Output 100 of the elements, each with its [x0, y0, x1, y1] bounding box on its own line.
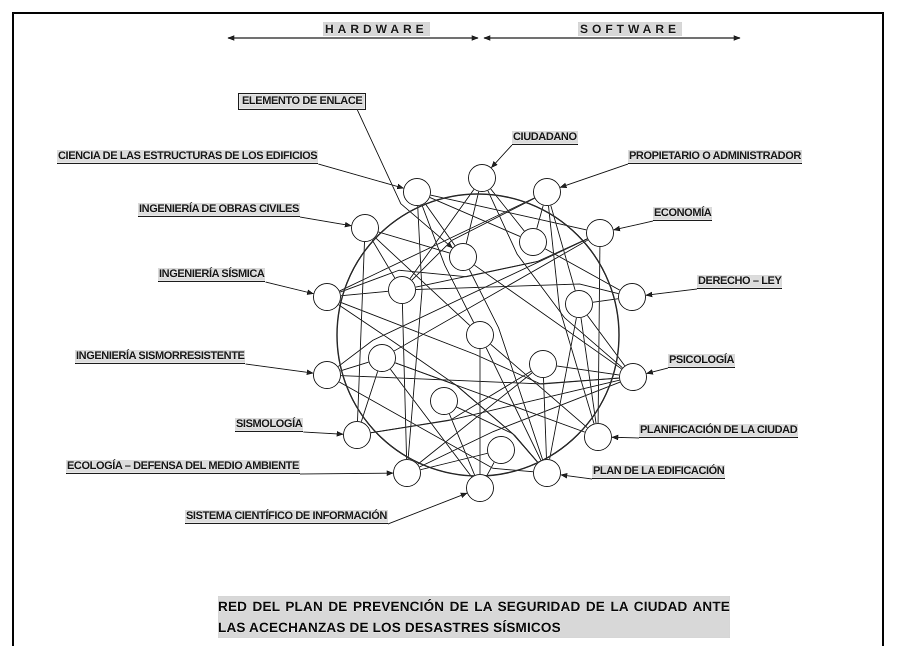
node-circle [343, 421, 371, 449]
connector-line [402, 304, 408, 460]
node-circle [466, 321, 494, 349]
connector-line [415, 238, 588, 288]
node-circle [368, 344, 396, 372]
connector-line [486, 347, 542, 461]
connector-line [338, 238, 588, 367]
connector-line [340, 362, 370, 372]
node-label: INGENIERÍA DE OBRAS CIVILES [138, 203, 300, 217]
node-circle [487, 436, 515, 464]
connector-line [430, 194, 587, 230]
connector-line [580, 317, 596, 424]
connector-line [360, 370, 378, 422]
leader-line [387, 492, 468, 524]
connector-line [419, 382, 620, 468]
node-label: CIUDADANO [512, 131, 578, 145]
connector-line [474, 264, 622, 370]
leader-line [299, 216, 352, 228]
leader-line [645, 288, 698, 298]
leader-line [318, 164, 404, 190]
node-label: INGENIERÍA SÍSMICA [158, 268, 266, 282]
connector-line [466, 191, 480, 244]
node-circle [393, 459, 421, 487]
leader-line [490, 144, 512, 168]
node-circle [584, 423, 612, 451]
connector-line [394, 362, 586, 433]
node-circle [619, 363, 647, 391]
node-circle [519, 228, 547, 256]
node-circle [449, 243, 477, 271]
connector-line [372, 240, 396, 278]
node-label: SISMOLOGÍA [235, 418, 304, 432]
node-label: PLANIFICACIÓN DE LA CIUDAD [639, 424, 798, 438]
connector-line [592, 298, 619, 303]
connector-line [416, 284, 619, 294]
connector-line [394, 362, 538, 463]
connector-line [394, 240, 588, 352]
section-heading: HARDWARE [323, 22, 430, 36]
connector-line [424, 202, 456, 246]
node-circle [351, 214, 379, 242]
connector-line [357, 242, 365, 422]
leader-line [245, 364, 314, 376]
node-label: ECOLOGÍA – DEFENSA DEL MEDIO AMBIENTE [66, 460, 300, 474]
node-circle [403, 178, 431, 206]
connector-line [544, 248, 620, 291]
connector-line [340, 302, 620, 384]
leader-line [302, 431, 344, 437]
connector-line [548, 205, 594, 424]
node-label: SISTEMA CIENTÍFICO DE INFORMACIÓN [185, 510, 388, 524]
leader-line [299, 470, 394, 476]
connector-line [536, 205, 544, 229]
section-heading: SOFTWARE [578, 22, 682, 36]
connector-line [490, 344, 588, 428]
node-label: ELEMENTO DE ENLACE [238, 93, 366, 110]
connector-line [487, 190, 623, 368]
caption: RED DEL PLAN DE PREVENCIÓN DE LA SEGURIDAD DE LA CIUDAD ANTE LAS ACECHANZAS DE LOS DESASTRES SÍSMICOS [218, 596, 730, 638]
connector-line [543, 378, 547, 460]
node-circle [313, 361, 341, 389]
connector-line [456, 406, 538, 463]
node-circle [529, 350, 557, 378]
node-circle [533, 178, 561, 206]
connector-line [411, 198, 535, 281]
connector-line [448, 413, 476, 476]
node-circle [313, 283, 341, 311]
connector-line [410, 188, 474, 280]
connector-line [550, 205, 576, 291]
connector-line [339, 198, 535, 292]
leader-line [560, 472, 592, 480]
connector-line [586, 314, 626, 366]
connector-line [429, 197, 521, 237]
connector-line [370, 370, 532, 434]
connector-line [408, 206, 422, 460]
node-label: DERECHO – LEY [697, 275, 782, 289]
leader-line [613, 220, 654, 232]
leader-line [265, 282, 314, 295]
connector-line [486, 462, 495, 476]
connector-line [549, 317, 577, 460]
connector-line [390, 368, 472, 478]
node-label: CIENCIA DE LAS ESTRUCTURAS DE LOS EDIFICIOS [57, 150, 318, 164]
node-circle [430, 387, 458, 415]
connector-line [340, 375, 620, 384]
connector-line [598, 246, 600, 424]
node-circle [533, 459, 561, 487]
connector-line [468, 269, 544, 460]
connector-line [374, 237, 470, 326]
node-label: ECONOMÍA [653, 207, 712, 221]
connector-line [340, 290, 389, 296]
node-circle [586, 219, 614, 247]
node-label: PROPIETARIO O ADMINISTRADOR [628, 150, 802, 164]
connector-line [490, 188, 525, 232]
node-label: PSICOLOGÍA [668, 354, 736, 368]
node-circle [565, 290, 593, 318]
node-circle [466, 474, 494, 502]
connector-line [556, 366, 620, 376]
node-circle [468, 164, 496, 192]
leader-line [560, 164, 628, 188]
connector-line [338, 381, 534, 472]
node-label: PLAN DE LA EDIFICACIÓN [592, 465, 726, 479]
connector-line [422, 204, 474, 323]
leader-line [611, 434, 640, 440]
connector-line [417, 372, 533, 465]
